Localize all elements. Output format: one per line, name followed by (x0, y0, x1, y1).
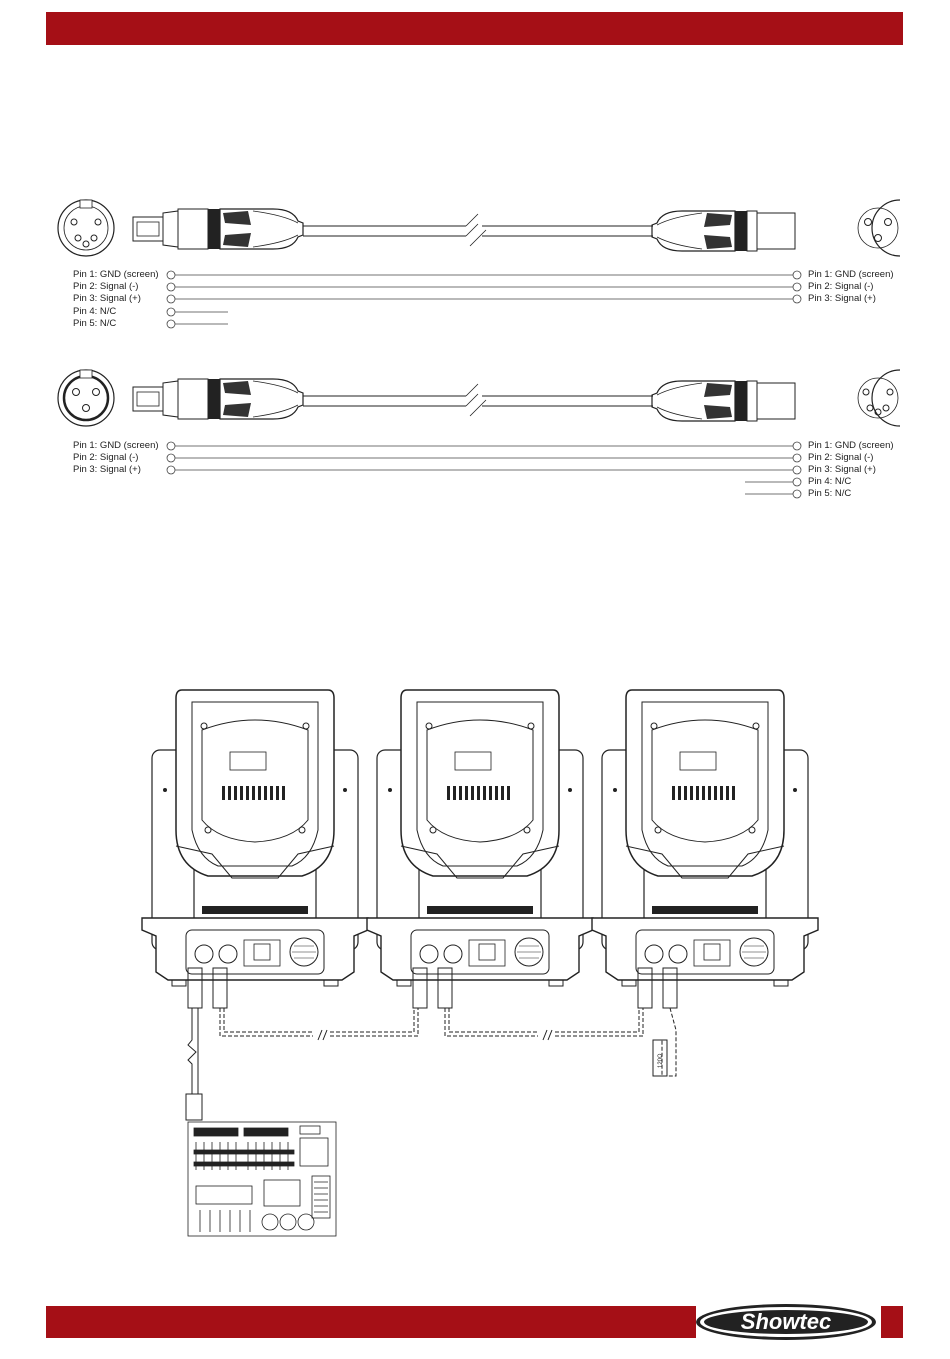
cable2-right-pin-2: Pin 2: Signal (-) (808, 452, 873, 463)
cable2-left-pin-1: Pin 1: GND (screen) (73, 440, 159, 451)
cable2-right-pin-3: Pin 3: Signal (+) (808, 464, 876, 475)
fixture-1 (142, 690, 368, 986)
footer-bar-right (881, 1306, 903, 1338)
cable2-right-pin-1: Pin 1: GND (screen) (808, 440, 894, 451)
cable1-left-pin-2: Pin 2: Signal (-) (73, 281, 138, 292)
fixture-2 (367, 690, 593, 986)
dmx-controller (188, 1122, 336, 1236)
cable1-left-pin-4: Pin 4: N/C (73, 306, 116, 317)
footer-bar (46, 1306, 696, 1338)
cable2-drawing (58, 370, 900, 498)
cable1-right-pin-2: Pin 2: Signal (-) (808, 281, 873, 292)
cable1-right-pin-3: Pin 3: Signal (+) (808, 293, 876, 304)
fixture-3 (592, 690, 818, 986)
cable1-left-pin-3: Pin 3: Signal (+) (73, 293, 141, 304)
terminator-label: 120Ω (658, 1053, 664, 1068)
svg-text:Showtec: Showtec (741, 1309, 831, 1334)
cable2-right-pin-4: Pin 4: N/C (808, 476, 851, 487)
cable1-left-pin-1: Pin 1: GND (screen) (73, 269, 159, 280)
cable1-right-pin-1: Pin 1: GND (screen) (808, 269, 894, 280)
cable2-left-pin-2: Pin 2: Signal (-) (73, 452, 138, 463)
cable2-right-pin-5: Pin 5: N/C (808, 488, 851, 499)
cable1-left-pin-5: Pin 5: N/C (73, 318, 116, 329)
dmx-cabling (186, 968, 677, 1120)
showtec-logo: Showtec (694, 1302, 878, 1342)
cable2-left-pin-3: Pin 3: Signal (+) (73, 464, 141, 475)
cable1-drawing (58, 200, 900, 328)
